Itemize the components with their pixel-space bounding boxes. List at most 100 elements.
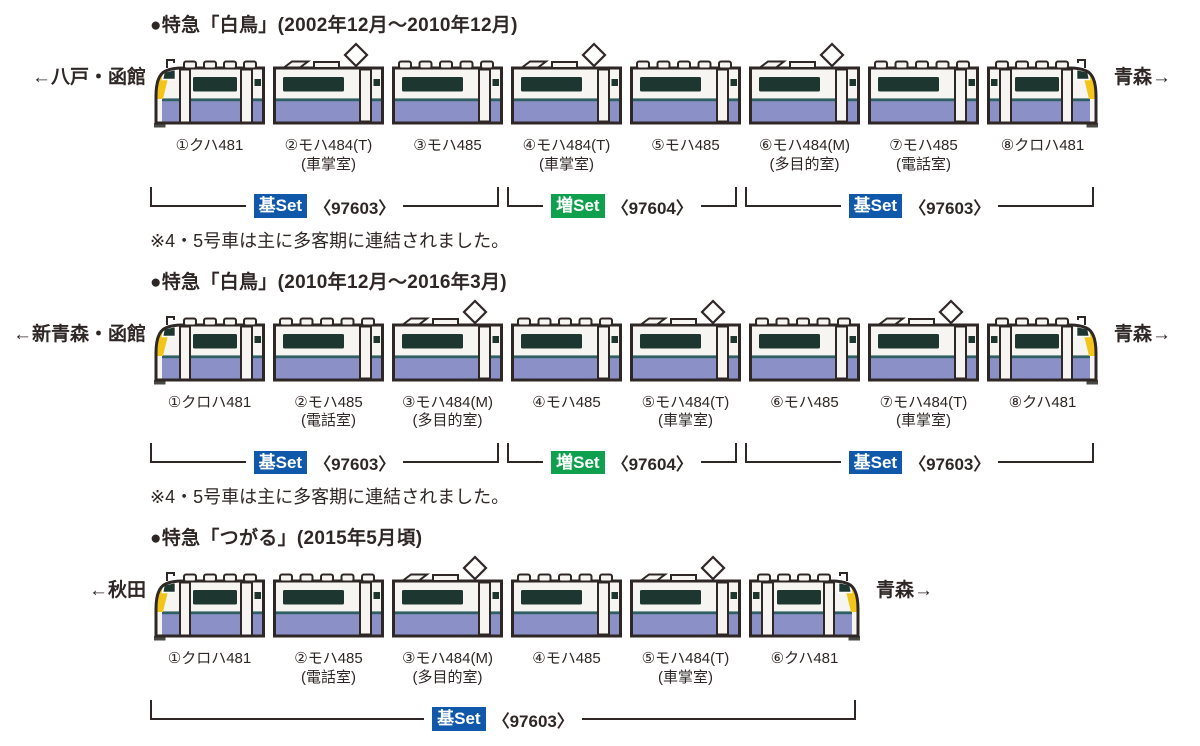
car-label: ⑦モハ484(T)	[879, 393, 968, 411]
car-illustration	[272, 555, 385, 648]
train-car	[388, 42, 507, 135]
set-label: 基Set〈97603〉	[841, 194, 999, 219]
car-label: ①クハ481	[175, 137, 244, 154]
bracket-line-left	[150, 186, 246, 207]
car-illustration	[272, 299, 385, 392]
car-label: ②モハ484(T)	[284, 137, 373, 154]
train-car	[864, 42, 983, 135]
set-number: 〈97603〉	[909, 455, 991, 474]
formation-title: ●特急「白鳥」(2010年12月～2016年3月)	[150, 271, 507, 293]
car-label: ⑥クハ481	[770, 650, 839, 667]
car-illustration	[986, 299, 1099, 392]
bracket-line-left	[150, 443, 246, 463]
train-car	[388, 555, 507, 648]
car-illustration-pantograph	[272, 42, 385, 135]
car-label: ②モハ485	[294, 393, 363, 411]
bracket-line-right	[998, 186, 1094, 207]
train-car	[150, 299, 269, 392]
car-illustration	[153, 555, 266, 648]
train-car	[864, 298, 983, 392]
bracket-line-right	[998, 443, 1094, 463]
formation-section: ●特急「つがる」(2015年5月頃)←秋田	[0, 523, 1200, 731]
car-label-slot: ①クロハ481	[150, 394, 269, 432]
formation-title: ●特急「白鳥」(2002年12月～2010年12月)	[150, 15, 518, 36]
car-sublabel: (車掌室)	[896, 412, 951, 430]
direction-label-right: 青森→	[1114, 67, 1172, 88]
car-label-slot: ④モハ484(T)(車掌室)	[507, 137, 626, 175]
car-illustration	[510, 555, 623, 648]
train-car	[269, 555, 388, 648]
car-label: ⑦モハ485	[889, 137, 958, 154]
car-sublabel: (多目的室)	[412, 412, 483, 430]
set-label: 基Set〈97603〉	[424, 707, 582, 732]
car-sublabel: (電話室)	[301, 412, 356, 430]
car-sublabel: (電話室)	[301, 668, 356, 686]
set-label: 増Set 〈97604〉	[543, 194, 701, 219]
car-label: ⑥モハ484(M)	[759, 137, 850, 154]
car-illustration-pantograph	[629, 298, 742, 392]
train-car	[507, 555, 626, 648]
set-badge: 基Set	[848, 450, 903, 475]
set-badge: 基Set	[848, 194, 903, 218]
set-number: 〈97604〉	[611, 198, 693, 218]
car-label: ③モハ485	[413, 137, 482, 154]
set-badge: 基Set	[253, 450, 308, 475]
car-label-slot: ③モハ484(M)(多目的室)	[388, 394, 507, 432]
car-illustration-pantograph	[510, 42, 623, 135]
car-label: ④モハ485	[532, 650, 601, 667]
direction-label-left: ←秋田	[88, 580, 146, 601]
car-label: ⑤モハ484(T)	[641, 650, 730, 667]
car-illustration	[748, 555, 861, 648]
car-label-slot: ⑥モハ485	[745, 394, 864, 432]
car-label-slot: ④モハ485	[507, 650, 626, 688]
train-car	[507, 299, 626, 392]
car-illustration-pantograph	[867, 298, 980, 392]
direction-label-right: 青森→	[876, 580, 934, 601]
car-illustration	[153, 299, 266, 392]
direction-label-left: ←八戸・函館	[31, 67, 146, 88]
car-label-slot: ⑧クロハ481	[983, 137, 1102, 175]
car-label: ⑤モハ484(T)	[641, 393, 730, 411]
car-illustration	[153, 42, 266, 135]
car-label: ③モハ484(M)	[402, 393, 493, 411]
car-label-slot: ②モハ484(T)(車掌室)	[269, 137, 388, 175]
car-row: ←新青森・函館	[0, 298, 1200, 392]
car-strip	[150, 555, 864, 648]
set-badge: 増Set	[551, 450, 605, 475]
set-bracket-row: 基Set〈97603〉 増Set 〈97604〉 基Set〈97603〉	[150, 183, 1200, 218]
set-bracket-row: 基Set〈97603〉	[150, 696, 1200, 731]
set-bracket: 増Set〈97604〉	[507, 439, 737, 475]
train-car	[269, 42, 388, 135]
set-bracket: 基Set〈97603〉	[150, 439, 499, 475]
car-label-slot: ③モハ485	[388, 137, 507, 175]
train-car	[507, 42, 626, 135]
car-sublabel: (車掌室)	[539, 155, 594, 173]
bracket-line-right	[403, 186, 499, 207]
formation-section: ●特急「白鳥」(2002年12月～2010年12月) ←八戸・函館	[0, 10, 1200, 253]
car-label-slot: ⑤モハ485	[626, 137, 745, 175]
car-label-slot: ⑦モハ485(電話室)	[864, 137, 983, 175]
car-label-slot: ⑦モハ484(T)(車掌室)	[864, 394, 983, 432]
car-label-slot: ②モハ485(電話室)	[269, 394, 388, 432]
set-label: 基Set 〈97603〉	[841, 450, 999, 475]
car-illustration	[867, 42, 980, 135]
car-illustration-pantograph	[629, 555, 742, 648]
car-label: ②モハ485	[294, 650, 363, 667]
car-sublabel: (車掌室)	[658, 412, 713, 430]
train-car	[626, 298, 745, 392]
train-car	[983, 299, 1102, 392]
set-bracket: 増Set 〈97604〉	[507, 183, 737, 218]
bracket-line-left	[745, 443, 841, 463]
car-label-slot: ④モハ485	[507, 394, 626, 432]
set-label: 基Set〈97603〉	[246, 450, 404, 475]
set-badge: 基Set	[253, 194, 308, 218]
direction-label-left: ←新青森・函館	[12, 323, 146, 345]
set-bracket: 基Set〈97603〉	[150, 183, 499, 218]
car-illustration-pantograph	[391, 298, 504, 392]
set-badge: 増Set	[551, 194, 605, 218]
car-illustration	[510, 299, 623, 392]
set-bracket: 基Set 〈97603〉	[745, 439, 1094, 475]
note-text: ※4・5号車は主に多客期に連結されました。	[150, 230, 510, 251]
car-illustration-pantograph	[391, 555, 504, 648]
